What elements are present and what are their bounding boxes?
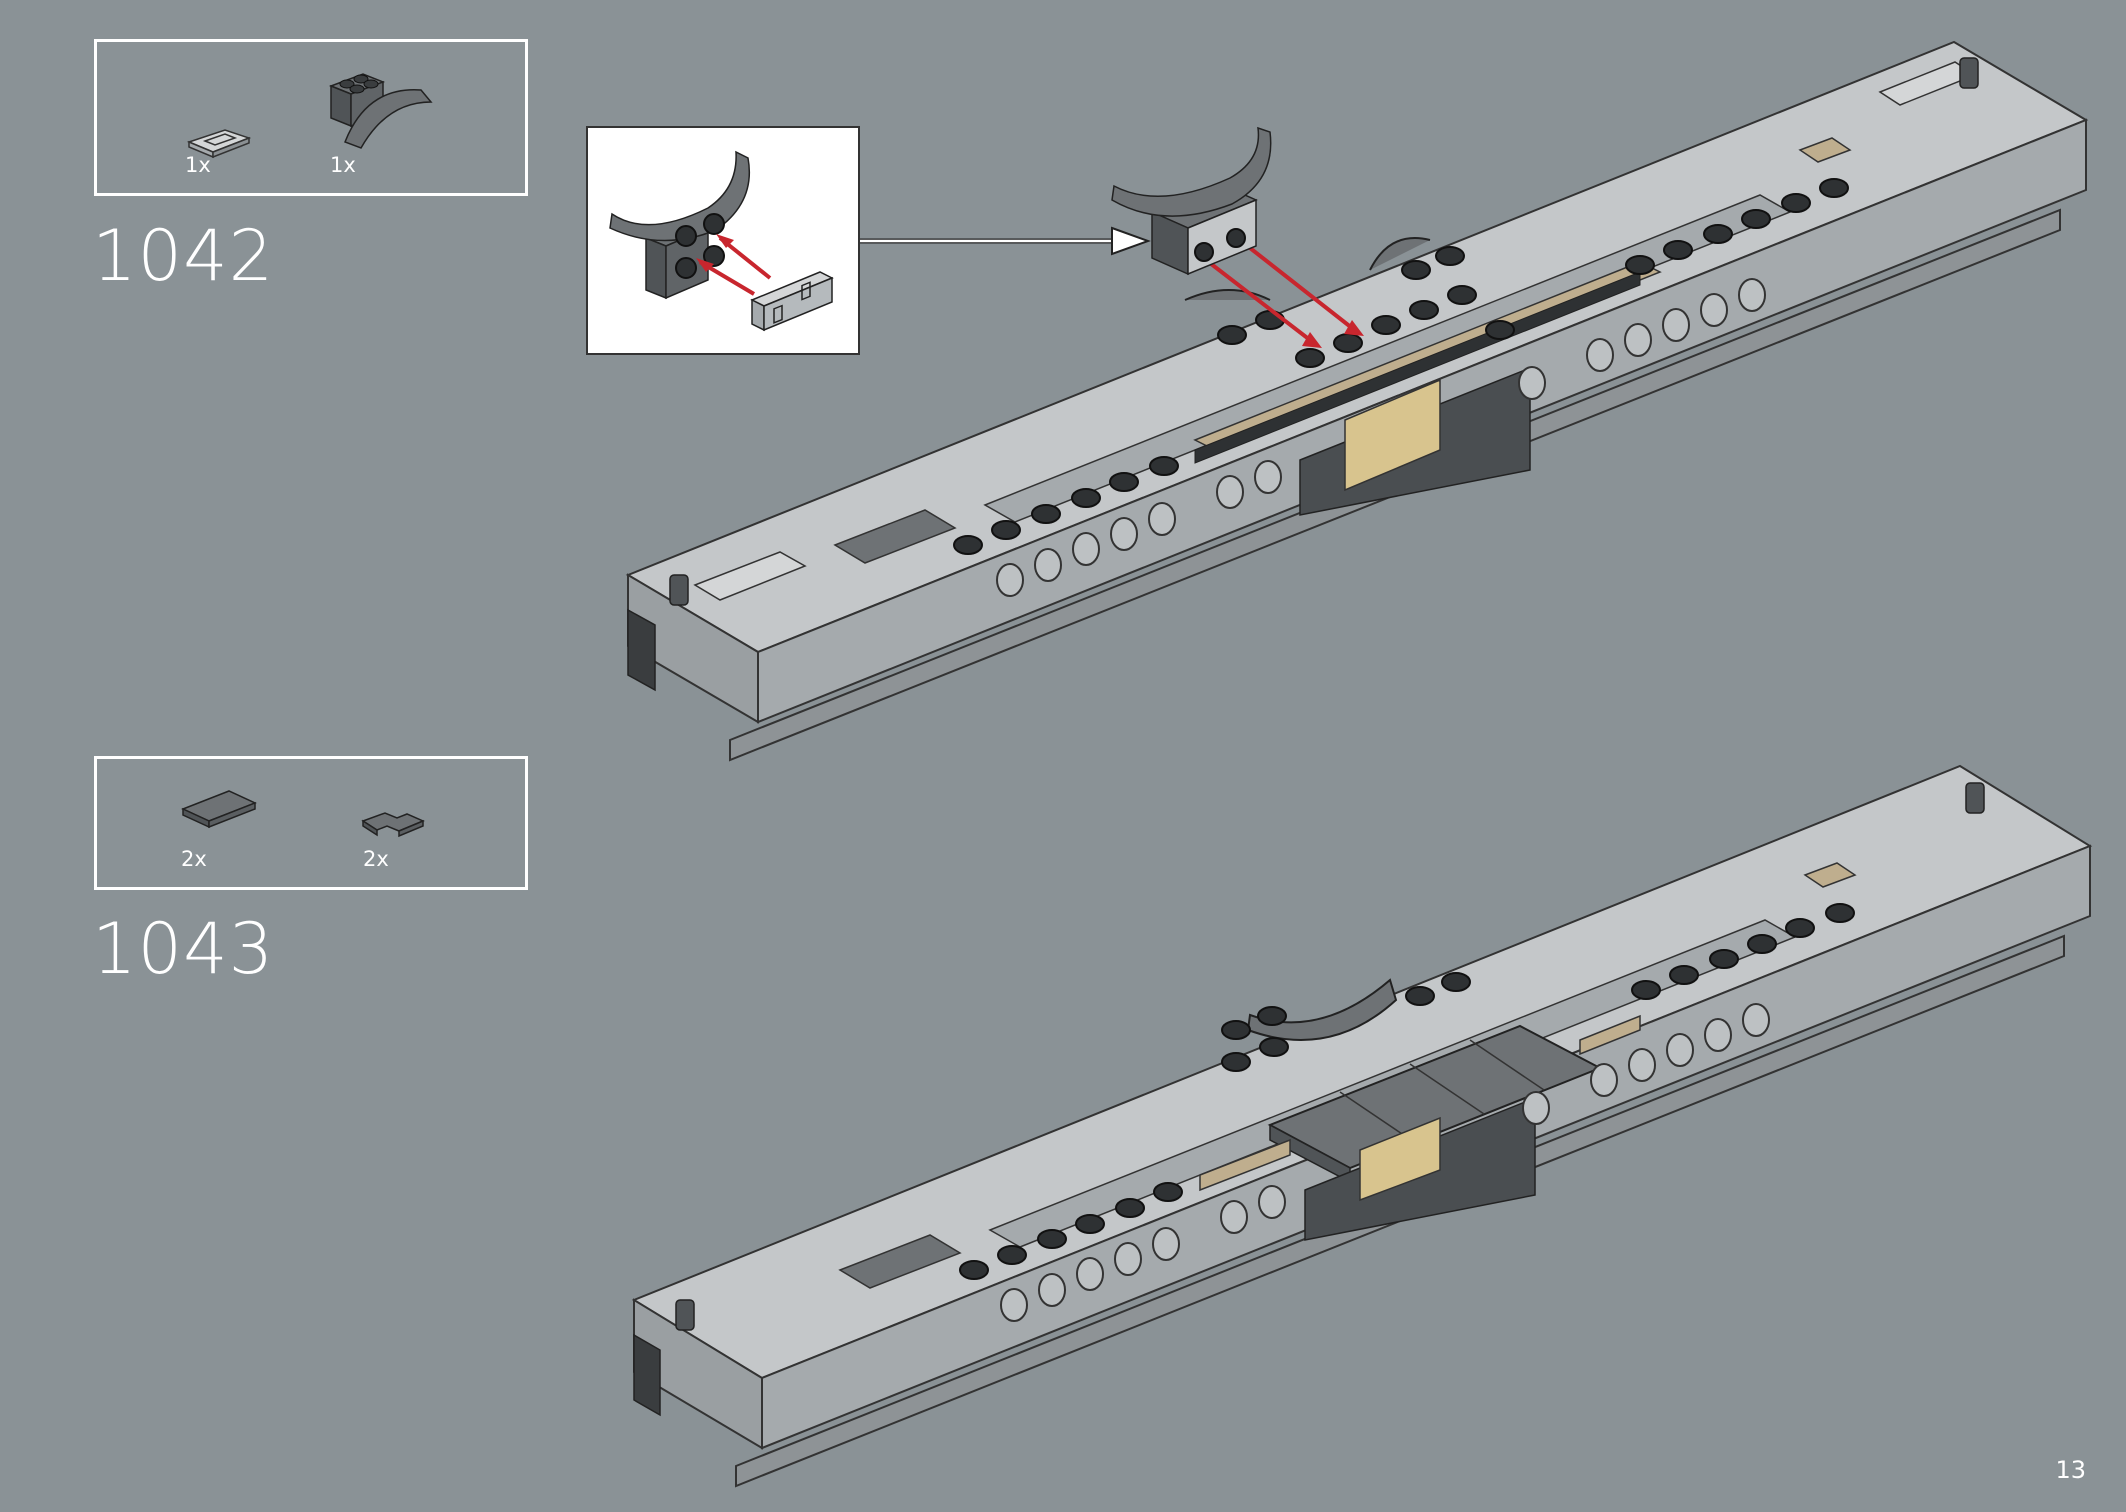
part-qty-4: 2x xyxy=(363,847,389,871)
tile-1x2-grille-icon xyxy=(185,120,255,160)
step-number-1043: 1043 xyxy=(92,908,275,990)
page-number: 13 xyxy=(2055,1456,2086,1484)
part-qty-3: 2x xyxy=(181,847,207,871)
floating-sub-assembly xyxy=(1111,126,1272,276)
tile-corner-icon xyxy=(359,799,429,849)
sub-assembly-callout xyxy=(586,126,860,355)
part-qty-2: 1x xyxy=(330,153,356,177)
mudguard-bracket-icon xyxy=(327,56,447,152)
part-qty-1: 1x xyxy=(185,153,211,177)
model-step-1043 xyxy=(631,764,2093,1488)
parts-list-box-1043: 2x 2x xyxy=(94,756,528,890)
tile-2x2-icon xyxy=(179,777,259,837)
sub-assembly-illustration xyxy=(609,150,834,332)
model-step-1042 xyxy=(625,40,2089,762)
parts-list-box-1042: 1x 1x xyxy=(94,39,528,196)
step-number-1042: 1042 xyxy=(92,215,275,297)
